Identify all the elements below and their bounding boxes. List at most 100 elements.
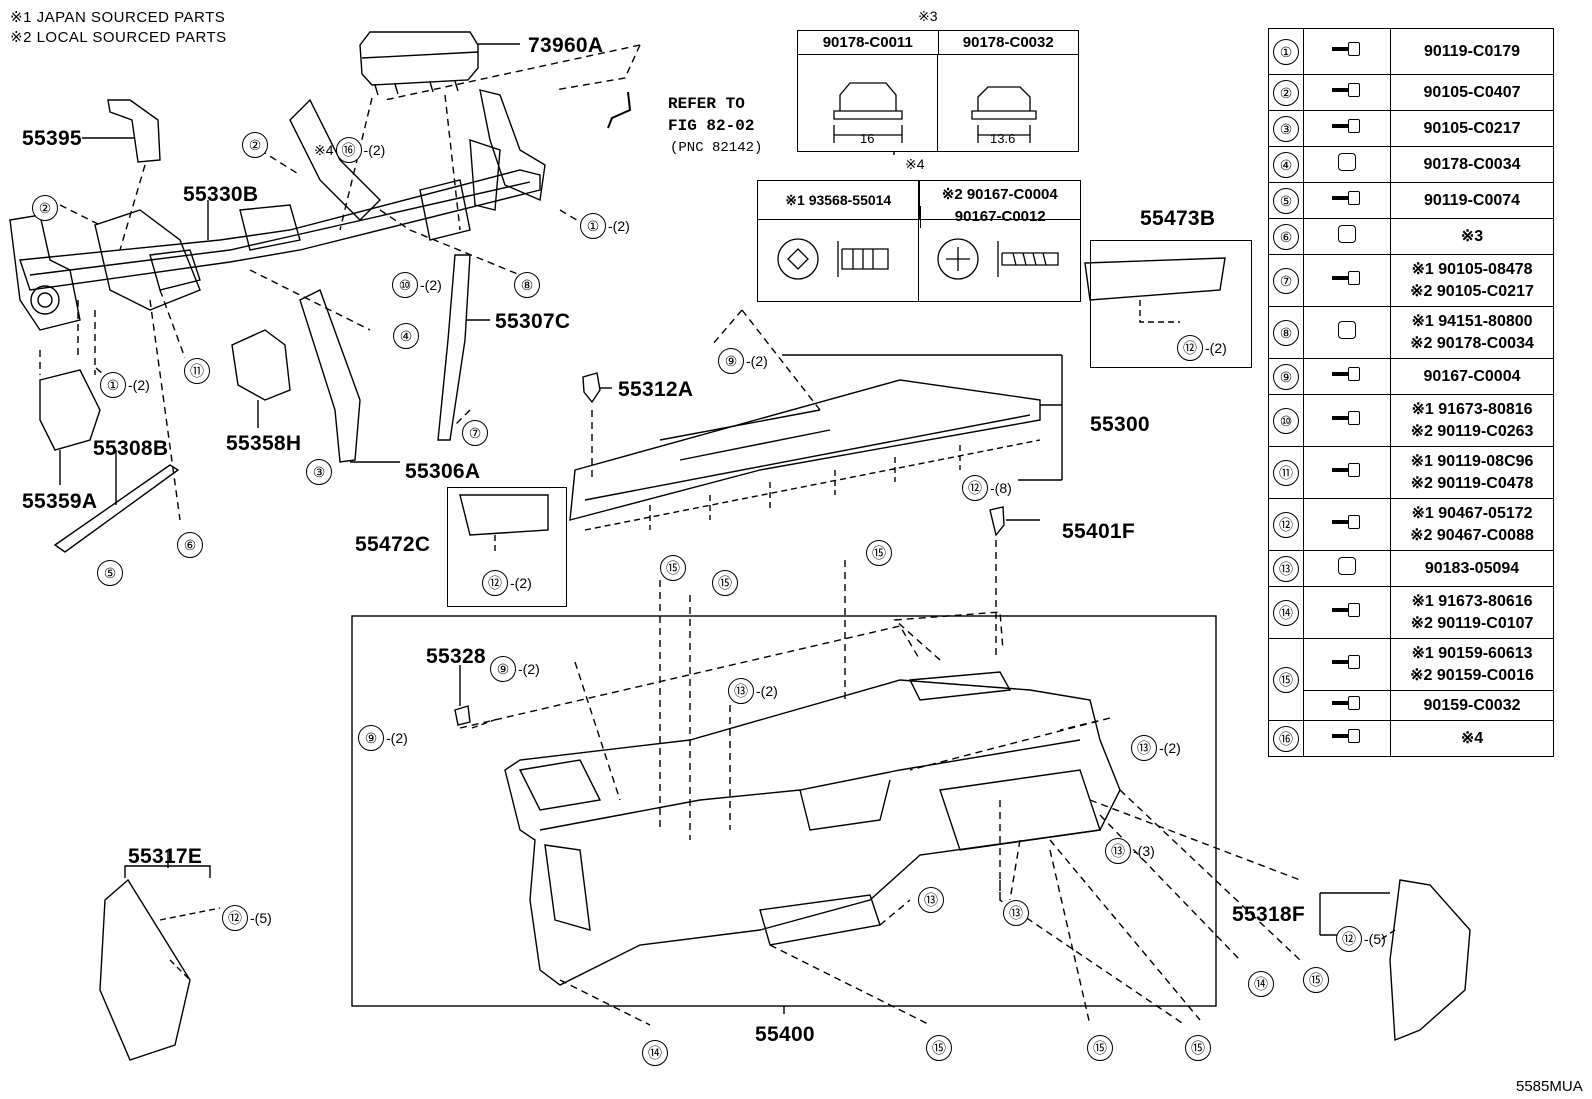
fastener-part-number: ※3 (1390, 218, 1554, 255)
fastener-part-line: ※1 90159-60613 (1411, 644, 1533, 662)
part-label-55401F: 55401F (1062, 520, 1136, 543)
fastener-icon (1303, 394, 1391, 447)
callout-fastener: ⑬-(3) (1105, 838, 1155, 864)
fastener-part-number: ※1 94151-80800※2 90178-C0034 (1390, 306, 1554, 359)
nut-icon (1338, 153, 1356, 171)
fastener-table: ① 90119-C0179 ② 90105-C0407 ③ 90105-C0217 ④ 901… (1268, 28, 1554, 757)
box4-mark: ※4 (905, 156, 925, 172)
callout-fastener: ⑨-(2) (718, 348, 768, 374)
callout-fastener: ⑮ (1303, 967, 1331, 993)
bracket-55395-drawing (107, 99, 161, 163)
callout-fastener: ⑫-(2) (482, 570, 532, 596)
box3-col2: 90178-C0032 (937, 31, 1079, 54)
fastener-icon (1303, 638, 1391, 691)
part-label-55317E: 55317E (128, 845, 203, 868)
diagram-id: 5585MUA (1516, 1078, 1583, 1095)
screw-drawings (777, 238, 1059, 280)
fastener-number: ⑨ (1268, 358, 1304, 395)
nut-icon (1338, 557, 1356, 575)
fastener-number: ⑧ (1268, 306, 1304, 359)
part-label-55318F: 55318F (1232, 903, 1306, 926)
brace-55308B-drawing (53, 464, 180, 553)
refer-line-2: FIG 82-02 (668, 117, 755, 135)
fastener-part-number: 90105-C0407 (1390, 74, 1554, 111)
bolt-icon (1332, 515, 1362, 529)
part-label-55307C: 55307C (495, 310, 571, 333)
fastener-row: ⑯※4 (1268, 720, 1554, 757)
bracket-55328-drawing (454, 705, 471, 726)
fastener-row: ③ 90105-C0217 (1268, 110, 1554, 147)
callout-fastener: ③ (306, 459, 334, 485)
part-label-55358H: 55358H (226, 432, 302, 455)
callout-fastener: ⑩-(2) (392, 272, 442, 298)
callout-fastener: ⑨-(2) (490, 656, 540, 682)
callout-fastener: ⑫-(5) (1336, 926, 1386, 952)
fastener-part-line: ※1 94151-80800 (1411, 312, 1533, 330)
fastener-part-line: 90119-C0179 (1423, 42, 1521, 60)
callout-fastener: ⑬-(2) (728, 678, 778, 704)
fastener-number: ④ (1268, 146, 1304, 183)
fastener-number: ⑮ (1268, 638, 1304, 721)
callout-fastener: ⑬-(2) (1131, 735, 1181, 761)
fastener-number: ② (1268, 74, 1304, 111)
fastener-number: ③ (1268, 110, 1304, 147)
box3-divider (937, 55, 938, 151)
box3-dim1: 16 (860, 131, 875, 146)
fastener-part-line: ※2 90159-C0016 (1410, 666, 1534, 684)
callout-fastener: ⑦ (462, 420, 490, 446)
fastener-icon (1303, 306, 1391, 359)
fastener-part-line: ※1 91673-80616 (1411, 592, 1533, 610)
brace-55306A-drawing (299, 289, 361, 463)
part-label-55308B: 55308B (93, 437, 169, 460)
callout-fastener: ⑮ (926, 1035, 954, 1061)
fastener-part-line: 90105-C0407 (1423, 83, 1521, 101)
note-local-sourced: ※2 LOCAL SOURCED PARTS (10, 29, 227, 46)
fastener-part-line: 90159-C0032 (1423, 696, 1521, 714)
fastener-icon (1303, 446, 1391, 499)
pad-55473B-box (1090, 240, 1252, 368)
callout-fastener: ⑧ (514, 272, 542, 298)
fastener-part-line: ※2 90105-C0217 (1410, 282, 1534, 300)
callout-fastener: ⑨-(2) (358, 725, 408, 751)
part-label-55328: 55328 (426, 645, 486, 668)
fastener-part-line: 90178-C0034 (1423, 155, 1521, 173)
fastener-part-number: ※1 90105-08478 ※2 90105-C0217 (1390, 254, 1554, 307)
fastener-number: ⑭ (1268, 586, 1304, 639)
bolt-icon (1332, 191, 1362, 205)
bolt-icon (1332, 42, 1362, 56)
fastener-part-number: 90167-C0004 (1390, 358, 1554, 395)
pad-55473B-drawing (1084, 257, 1226, 301)
fastener-number: ⑩ (1268, 394, 1304, 447)
callout-fastener: ④ (393, 323, 421, 349)
refer-line-3: (PNC 82142) (670, 140, 763, 156)
bolt-icon (1332, 463, 1362, 477)
callout-fastener: ⑥ (177, 532, 205, 558)
callout-fastener: ⑪ (184, 358, 212, 384)
fastener-icon (1303, 218, 1391, 255)
fastener-part-line: ※1 90105-08478 (1411, 260, 1533, 278)
part-label-55359A: 55359A (22, 490, 98, 513)
fastener-number: ① (1268, 28, 1304, 75)
fastener-part-line: 90119-C0074 (1423, 191, 1521, 209)
clip-55312A-drawing (582, 372, 601, 404)
fastener-row: ① 90119-C0179 (1268, 28, 1554, 75)
airbag-module-drawing (359, 31, 479, 96)
fastener-row: 90159-C0032 (1269, 690, 1554, 721)
bolt-icon (1332, 119, 1362, 133)
side-cover-55318F-drawing (1389, 879, 1471, 1042)
fastener-part-number: 90119-C0179 (1390, 28, 1554, 75)
fastener-part-number: 90105-C0217 (1390, 110, 1554, 147)
callout-fastener: ⑮ (1087, 1035, 1115, 1061)
fastener-part-line: ※2 90119-C0263 (1410, 422, 1534, 440)
fastener-row: ⑮ ※1 90159-60613 ※2 90159-C0016 (1268, 638, 1554, 721)
callout-fastener: ⑤ (97, 560, 125, 586)
part-label-55300: 55300 (1090, 413, 1150, 436)
callout-fastener: ⑮ (1185, 1035, 1213, 1061)
fastener-part-number: 90178-C0034 (1390, 146, 1554, 183)
fastener-part-number: ※1 90119-08C96※2 90119-C0478 (1390, 446, 1554, 499)
side-cover-55317E-drawing (99, 878, 191, 1061)
cross-car-beam-drawing (9, 89, 546, 331)
